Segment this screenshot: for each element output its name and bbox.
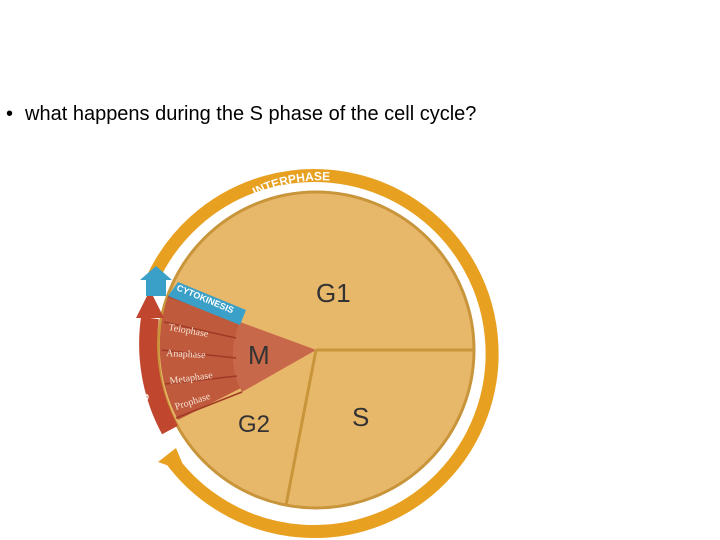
stage-divider bbox=[163, 321, 237, 339]
interphase-arrow-start-tail bbox=[158, 448, 186, 472]
phase-label-g1: G1 bbox=[316, 278, 351, 308]
m-sector bbox=[232, 322, 316, 392]
stage-divider bbox=[161, 349, 237, 359]
phase-label-m: M bbox=[248, 340, 270, 370]
mitosis-label: MITOSIS bbox=[139, 393, 152, 436]
mitosis-arrowhead bbox=[136, 290, 164, 318]
cytokinesis-band bbox=[168, 282, 246, 325]
question-text: • what happens during the S phase of the … bbox=[6, 103, 476, 126]
question-label: what happens during the S phase of the c… bbox=[25, 103, 477, 125]
phase-label-s: S bbox=[352, 402, 369, 432]
interphase-arrow bbox=[146, 169, 499, 539]
stage-divider bbox=[164, 375, 238, 385]
stage-label-anaphase: Anaphase bbox=[166, 348, 207, 361]
mitosis-arrow bbox=[139, 316, 178, 435]
cytokinesis-arrow bbox=[140, 266, 172, 296]
bullet: • bbox=[6, 103, 14, 125]
stage-divider bbox=[175, 391, 243, 419]
phase-label-g2: G2 bbox=[238, 411, 270, 438]
pie-divider-s-g2 bbox=[284, 349, 318, 506]
svg-text:MITOSIS: MITOSIS bbox=[139, 393, 152, 436]
